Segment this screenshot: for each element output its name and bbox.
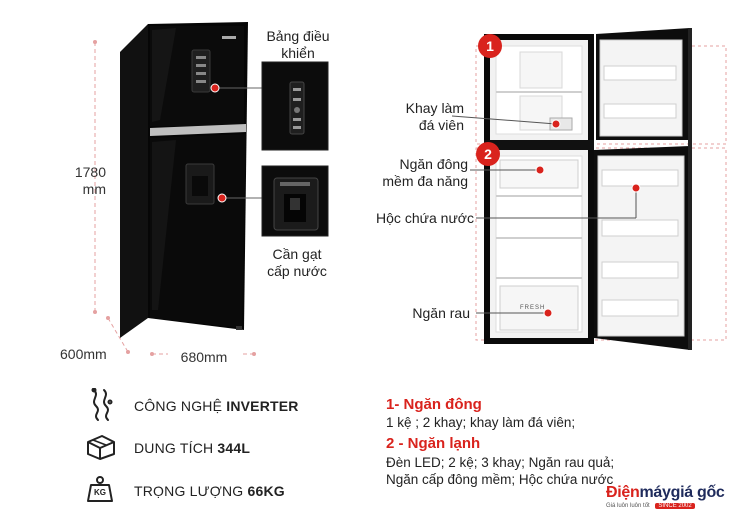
freezer-badge: 1 bbox=[478, 34, 502, 58]
open-fridge bbox=[475, 28, 727, 350]
callout-lines bbox=[210, 83, 262, 203]
control-panel-label: Bảng điều khiển bbox=[266, 28, 330, 61]
height-dimension: 1780 mm bbox=[62, 164, 106, 198]
height-unit: mm bbox=[82, 181, 106, 197]
water-box-label: Hộc chứa nước bbox=[376, 210, 474, 226]
brand-name-dark: máy bbox=[639, 484, 671, 501]
feature-capacity: DUNG TÍCH 344L bbox=[134, 440, 251, 456]
brand-name-red: Điện bbox=[606, 484, 640, 501]
soft-freeze-label: Ngăn đông mềm đa năng bbox=[382, 156, 468, 189]
right-callout-lines bbox=[451, 115, 637, 314]
capacity-box-icon bbox=[87, 435, 115, 460]
weight-icon-text: KG bbox=[94, 488, 106, 497]
fridge-badge: 2 bbox=[476, 142, 500, 166]
fridge-desc-1: Đèn LED; 2 kệ; 3 khay; Ngăn rau quả; bbox=[386, 455, 615, 470]
brand-tagline: Giá luôn luôn tốt bbox=[606, 503, 650, 509]
ice-tray-label: Khay làm đá viên bbox=[405, 100, 464, 133]
freezer-desc: 1 kệ ; 2 khay; khay làm đá viên; bbox=[386, 415, 576, 430]
inverter-chip-icon bbox=[91, 388, 113, 421]
water-dispenser-inset bbox=[261, 165, 329, 237]
brand-name-rest: giá gốc bbox=[670, 484, 725, 501]
freezer-title: 1- Ngăn đông bbox=[386, 396, 482, 413]
feature-inverter: CÔNG NGHỆ INVERTER bbox=[134, 398, 299, 414]
height-value: 1780 bbox=[74, 164, 106, 180]
veg-drawer-label: Ngăn rau bbox=[412, 305, 470, 321]
depth-dimension: 600mm bbox=[60, 346, 107, 362]
fridge-title: 2 - Ngăn lạnh bbox=[386, 435, 481, 452]
width-dimension: 680mm bbox=[168, 349, 240, 366]
feature-weight: TRỌNG LƯỢNG 66KG bbox=[134, 483, 285, 499]
weight-icon: KG bbox=[86, 475, 114, 503]
closed-fridge bbox=[120, 22, 248, 338]
brand-since: SINCE 2002 bbox=[655, 503, 695, 509]
water-lever-label: Cần gạt cấp nước bbox=[267, 246, 327, 279]
fresh-box-label: FRESH bbox=[520, 305, 546, 311]
fridge-desc-2: Ngăn cấp đông mềm; Hộc chứa nước bbox=[386, 472, 614, 487]
brand-logo: Điệnmáygiá gốc Giá luôn luôn tốt SINCE 2… bbox=[606, 484, 746, 509]
control-panel-inset bbox=[261, 61, 329, 151]
